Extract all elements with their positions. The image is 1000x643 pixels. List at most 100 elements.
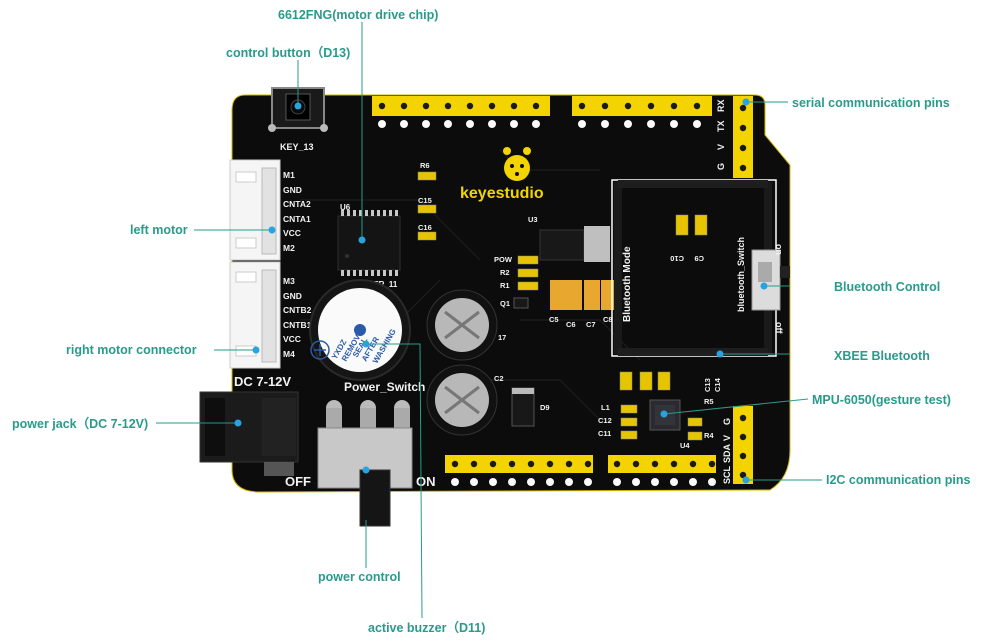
solder-pad <box>578 120 586 128</box>
header-pin[interactable] <box>584 460 592 468</box>
solder-pad <box>613 478 621 486</box>
svg-text:C2: C2 <box>494 374 504 383</box>
header-pin[interactable] <box>532 102 540 110</box>
header-pin[interactable] <box>488 102 496 110</box>
solder-pad <box>508 478 516 486</box>
solder-pad <box>689 478 697 486</box>
chip-leg <box>353 270 356 276</box>
chip-leg <box>347 210 350 216</box>
power-switch[interactable] <box>317 400 413 527</box>
header-pin[interactable] <box>444 102 452 110</box>
header-pin[interactable] <box>422 102 430 110</box>
active-buzzer: YXDZ REMOVE SEAL AFTER WASHING <box>309 279 411 381</box>
header-pin[interactable] <box>613 460 621 468</box>
header-pin[interactable] <box>451 460 459 468</box>
svg-text:L1: L1 <box>601 403 610 412</box>
header-pin[interactable] <box>689 460 697 468</box>
key-label: KEY_13 <box>280 142 314 152</box>
header-pin[interactable] <box>527 460 535 468</box>
header-pin[interactable] <box>400 102 408 110</box>
top-header-right <box>572 96 712 128</box>
svg-text:U4: U4 <box>680 441 690 450</box>
solder-pad <box>693 120 701 128</box>
control-button-callout: control button（D13) <box>226 46 351 60</box>
solder-pad <box>601 120 609 128</box>
header-pin[interactable] <box>578 102 586 110</box>
serial-pin[interactable] <box>739 124 747 132</box>
i2c-pin-labels: SCL SDA V G <box>722 418 732 484</box>
header-pin[interactable] <box>670 460 678 468</box>
i2c-header[interactable] <box>733 406 753 484</box>
serial-pins-callout: serial communication pins <box>792 96 950 110</box>
chip-leg <box>365 210 368 216</box>
header-pin[interactable] <box>546 460 554 468</box>
chip-leg <box>395 210 398 216</box>
solder-pad <box>624 120 632 128</box>
solder-pad <box>565 478 573 486</box>
header-pin[interactable] <box>470 460 478 468</box>
header-pin[interactable] <box>508 460 516 468</box>
svg-text:17: 17 <box>498 333 506 342</box>
i2c-pin[interactable] <box>739 452 747 460</box>
chip-leg <box>353 210 356 216</box>
solder-pad <box>532 120 540 128</box>
svg-text:C13: C13 <box>703 378 712 392</box>
svg-text:GND: GND <box>283 185 302 195</box>
brand-text: keyestudio <box>460 185 544 202</box>
power-jack[interactable] <box>199 391 299 476</box>
svg-text:R1: R1 <box>500 281 510 290</box>
xbee-bluetooth-callout: XBEE Bluetooth <box>834 349 930 363</box>
chip-leg <box>365 270 368 276</box>
header-pin[interactable] <box>624 102 632 110</box>
svg-text:CNTB1: CNTB1 <box>283 320 312 330</box>
bluetooth-switch[interactable] <box>751 249 790 311</box>
svg-text:C12: C12 <box>598 416 612 425</box>
header-pin[interactable] <box>647 102 655 110</box>
callout-dots <box>234 98 768 484</box>
header-pin[interactable] <box>693 102 701 110</box>
top-header-left <box>372 96 550 128</box>
i2c-pin[interactable] <box>739 414 747 422</box>
header-pin[interactable] <box>489 460 497 468</box>
header-pin[interactable] <box>601 102 609 110</box>
active-buzzer-callout: active buzzer（D11) <box>368 621 486 635</box>
bluetooth-control-callout: Bluetooth Control <box>834 280 941 294</box>
keyestudio-logo <box>503 147 531 181</box>
chip-leg <box>389 270 392 276</box>
diode-d9 <box>511 387 535 427</box>
serial-pin[interactable] <box>739 164 747 172</box>
bluetooth-switch-label: bluetooth_Switch <box>736 237 746 312</box>
header-pin[interactable] <box>632 460 640 468</box>
header-pin[interactable] <box>651 460 659 468</box>
header-pin[interactable] <box>670 102 678 110</box>
svg-text:C8: C8 <box>603 315 613 324</box>
solder-pad <box>632 478 640 486</box>
i2c-pin[interactable] <box>739 433 747 441</box>
chip-leg <box>383 270 386 276</box>
svg-text:C9: C9 <box>694 254 704 263</box>
bluetooth-mode-label: Bluetooth Mode <box>622 246 633 322</box>
serial-pin[interactable] <box>739 104 747 112</box>
solder-pad <box>488 120 496 128</box>
left-motor-connector[interactable] <box>229 159 281 261</box>
header-pin[interactable] <box>708 460 716 468</box>
on-label: ON <box>416 474 436 489</box>
header-pin[interactable] <box>466 102 474 110</box>
solder-pad <box>670 478 678 486</box>
svg-text:R4: R4 <box>704 431 714 440</box>
i2c-pin[interactable] <box>739 471 747 479</box>
header-pin[interactable] <box>510 102 518 110</box>
svg-text:R6: R6 <box>420 161 430 170</box>
svg-text:SCL: SCL <box>722 465 732 484</box>
svg-text:M1: M1 <box>283 170 295 180</box>
mpu-6050-callout: MPU-6050(gesture test) <box>812 393 951 407</box>
svg-text:G: G <box>716 163 726 170</box>
header-pin[interactable] <box>378 102 386 110</box>
chip-leg <box>371 210 374 216</box>
solder-pad <box>584 478 592 486</box>
solder-pad <box>470 478 478 486</box>
header-pin[interactable] <box>565 460 573 468</box>
serial-header[interactable] <box>733 96 753 178</box>
serial-pin[interactable] <box>739 144 747 152</box>
